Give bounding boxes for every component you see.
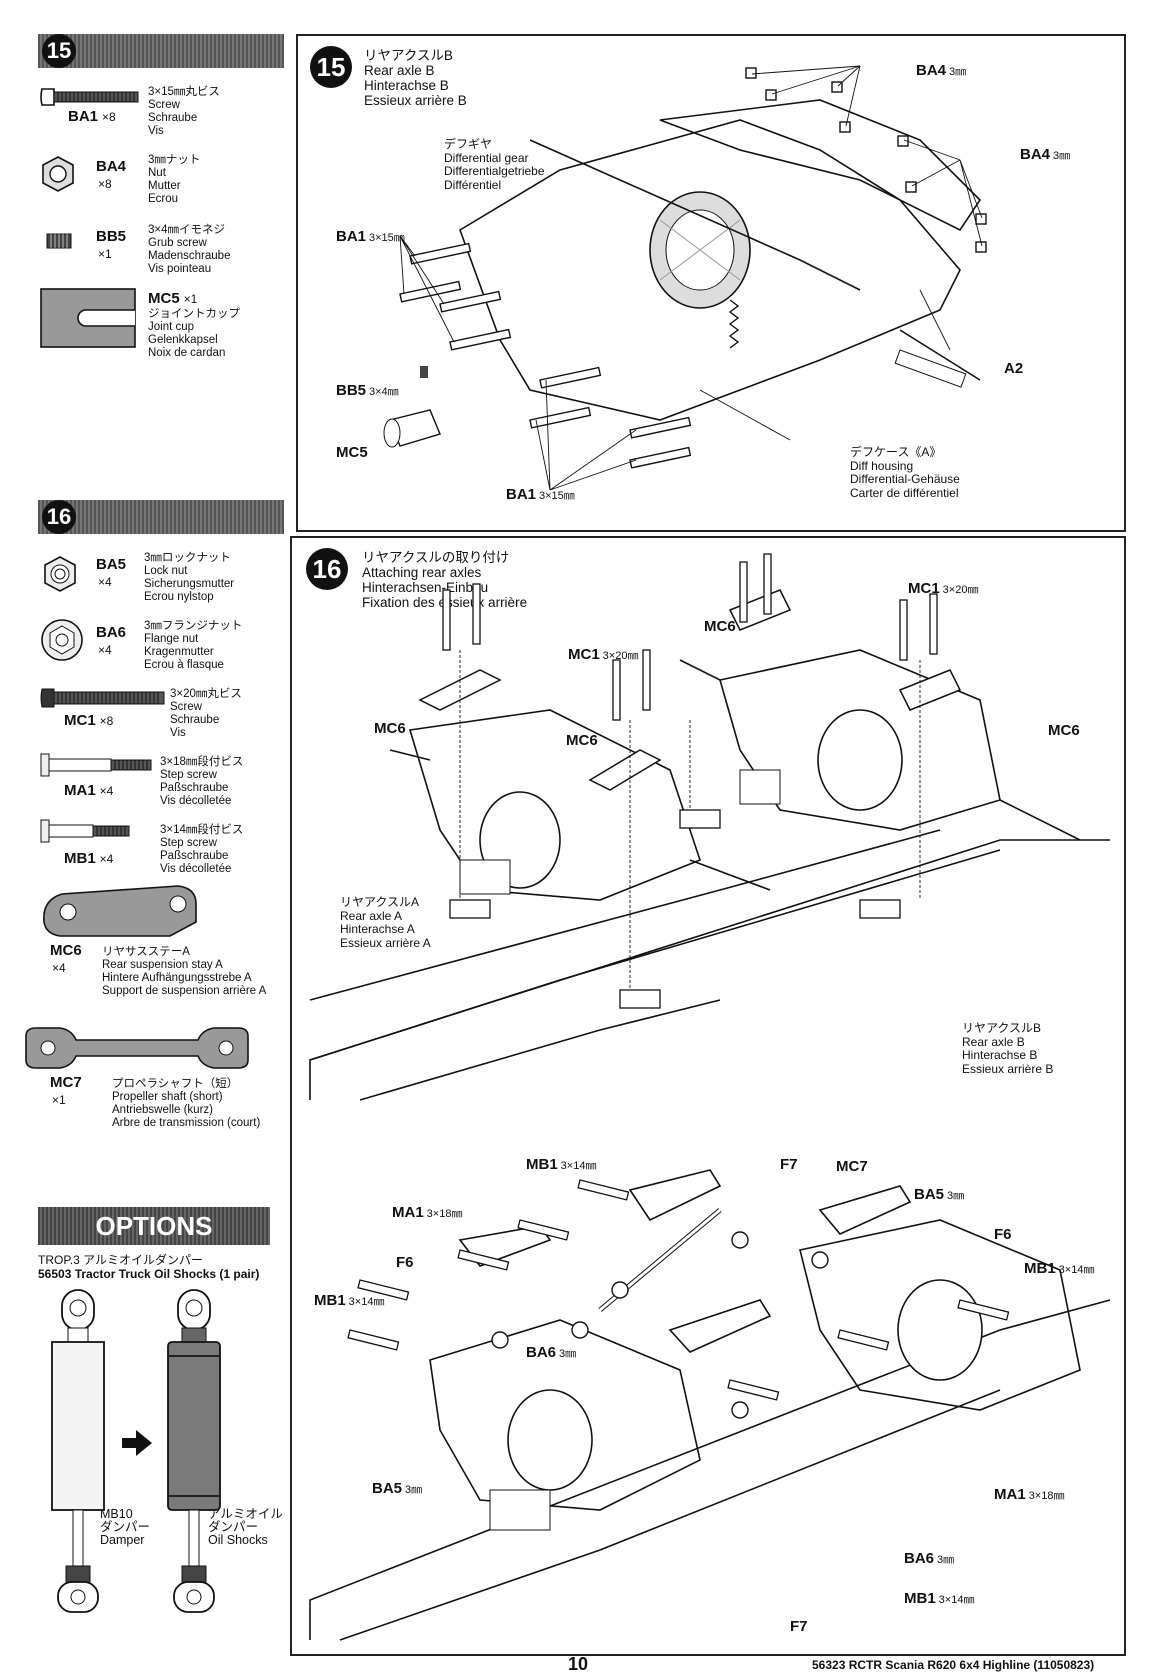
arrow-right-icon [122, 1430, 152, 1456]
label-mc6-c: MC6 [566, 732, 598, 749]
step15-panel-badge: 15 [310, 46, 352, 88]
step15-badge: 15 [42, 34, 76, 68]
rear-suspension-assembly-diagram [309, 1169, 1111, 1641]
mc6-stay-icon [43, 885, 197, 937]
label-mc7: MC7 [836, 1158, 868, 1175]
part-code-bb5: BB5 [96, 228, 127, 245]
label-mc6-a: MC6 [704, 618, 736, 635]
label-a2: A2 [1004, 360, 1024, 377]
mc5-joint-cup-icon [40, 288, 136, 348]
step15-header-bar [38, 34, 284, 68]
label-f7-top: F7 [780, 1156, 798, 1173]
options-line1: TROP.3 アルミオイルダンパー [38, 1253, 204, 1267]
ba1-screw-icon [40, 88, 139, 106]
part-code-mb1: MB1×4 [64, 850, 114, 867]
part-desc-mc5: ジョイントカップ Joint cup Gelenkkapsel Noix de … [148, 308, 240, 359]
attach-rear-axles-diagram [309, 553, 1110, 1101]
part-desc-mc6: リヤサスステーA Rear suspension stay A Hintere … [102, 946, 267, 997]
part-code-ba4: BA4 [96, 158, 127, 175]
rear-axle-b-exploded-diagram [383, 65, 987, 491]
part-desc-ba5: 3㎜ロックナット Lock nut Sicherungsmutter Ecrou… [144, 552, 235, 603]
step16-badge: 16 [42, 500, 76, 534]
damper-illustration [51, 1289, 105, 1613]
damper-label: MB10 ダンパー Damper [100, 1507, 151, 1547]
ma1-step-screw-icon [40, 753, 152, 777]
bb5-grub-screw-icon [46, 233, 72, 249]
part-desc-bb5: 3×4㎜イモネジ Grub screw Madenschraube Vis po… [148, 224, 231, 275]
mc1-screw-icon [40, 688, 165, 708]
part-code-ba6: BA6 [96, 624, 127, 641]
label-rear-axle-b: リヤアクスルB Rear axle B Hinterachse B Essieu… [962, 1021, 1054, 1076]
label-diff-housing: デフケース《A》 Diff housing Differential-Gehäu… [850, 445, 960, 500]
part-qty-mc7: ×1 [52, 1093, 66, 1107]
step16-panel-badge: 16 [306, 548, 348, 590]
part-code-ba1: BA1×8 [68, 108, 116, 125]
mb1-step-screw-icon [40, 819, 130, 843]
ba5-lock-nut-icon [44, 556, 76, 592]
ba6-flange-nut-icon [41, 619, 83, 661]
options-line2: 56503 Tractor Truck Oil Shocks (1 pair) [38, 1267, 260, 1281]
part-desc-mc1: 3×20㎜丸ビス Screw Schraube Vis [170, 688, 242, 739]
part-qty-ba6: ×4 [98, 643, 112, 657]
label-diff-gear: デフギヤ Differential gear Differentialgetri… [444, 137, 545, 192]
page-number: 10 [568, 1654, 589, 1674]
part-code-mc7: MC7 [50, 1074, 82, 1091]
label-rear-axle-a: リヤアクスルA Rear axle A Hinterachse A Essieu… [340, 895, 431, 950]
part-desc-mc7: プロペラシャフト（短） Propeller shaft (short) Antr… [112, 1078, 261, 1129]
part-qty-ba4: ×8 [98, 177, 112, 191]
part-desc-ba6: 3㎜フランジナット Flange nut Kragenmutter Ecrou … [144, 620, 243, 671]
step16-panel [290, 536, 1126, 1656]
step15-title: リヤアクスルB Rear axle B Hinterachse B Essieu… [364, 48, 467, 108]
label-mc6-b: MC6 [374, 720, 406, 737]
mc7-propeller-shaft-icon [25, 1027, 249, 1069]
label-mc5: MC5 [336, 444, 368, 461]
part-code-ma1: MA1×4 [64, 782, 114, 799]
part-code-ba5: BA5 [96, 556, 127, 573]
step15-panel [296, 34, 1126, 532]
options-header: OPTIONS [38, 1207, 270, 1245]
label-mc6-d: MC6 [1048, 722, 1080, 739]
part-code-mc5: MC5×1 [148, 290, 198, 307]
label-f6-left: F6 [396, 1254, 414, 1271]
part-desc-ma1: 3×18㎜段付ビス Step screw Paßschraube Vis déc… [160, 756, 244, 807]
part-qty-ba5: ×4 [98, 575, 112, 589]
part-qty-mc6: ×4 [52, 961, 66, 975]
part-code-mc6: MC6 [50, 942, 82, 959]
part-desc-ba1: 3×15㎜丸ビス Screw Schraube Vis [148, 86, 220, 137]
step16-header-bar [38, 500, 284, 534]
oil-shock-label: アルミオイル ダンパー Oil Shocks [208, 1507, 283, 1547]
part-desc-ba4: 3㎜ナット Nut Mutter Ecrou [148, 154, 201, 205]
label-f6-right: F6 [994, 1226, 1012, 1243]
ba4-nut-icon [42, 156, 74, 192]
part-code-mc1: MC1×8 [64, 712, 114, 729]
part-desc-mb1: 3×14㎜段付ビス Step screw Paßschraube Vis déc… [160, 824, 244, 875]
label-f7-bottom: F7 [790, 1618, 808, 1635]
oil-shock-illustration [167, 1289, 221, 1613]
part-qty-bb5: ×1 [98, 247, 112, 261]
model-code: 56323 RCTR Scania R620 6x4 Highline (110… [812, 1658, 1095, 1672]
